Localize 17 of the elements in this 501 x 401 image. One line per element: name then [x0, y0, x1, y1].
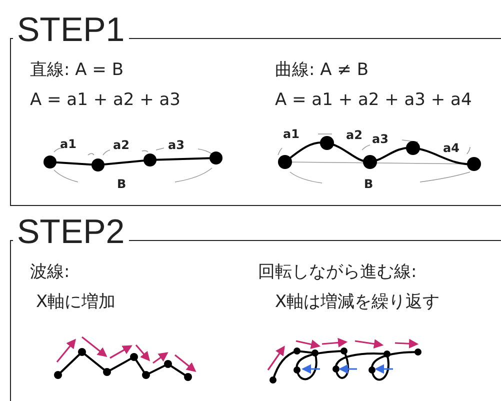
- caption-text: X軸は増減を繰り返す: [275, 294, 440, 311]
- caption-text: 波線:: [30, 264, 70, 281]
- caption-text: X軸に増加: [36, 294, 116, 311]
- formula-text: 曲線: A ≠ B: [275, 62, 368, 79]
- formula-text: A = a1 + a2 + a3: [30, 92, 180, 109]
- segment-label: a2: [346, 129, 362, 141]
- caption-text: 回転しながら進む線:: [258, 264, 417, 281]
- segment-label: a3: [168, 139, 184, 151]
- line-label: B: [364, 178, 374, 190]
- formula-text: 直線: A = B: [30, 62, 124, 79]
- segment-label: a1: [283, 128, 300, 140]
- formula-text: A = a1 + a2 + a3 + a4: [275, 92, 472, 109]
- line-label: B: [117, 178, 126, 190]
- segment-label: a1: [60, 138, 76, 150]
- segment-label: a2: [113, 139, 130, 151]
- segment-label: a3: [372, 133, 388, 145]
- segment-label: a4: [443, 142, 460, 154]
